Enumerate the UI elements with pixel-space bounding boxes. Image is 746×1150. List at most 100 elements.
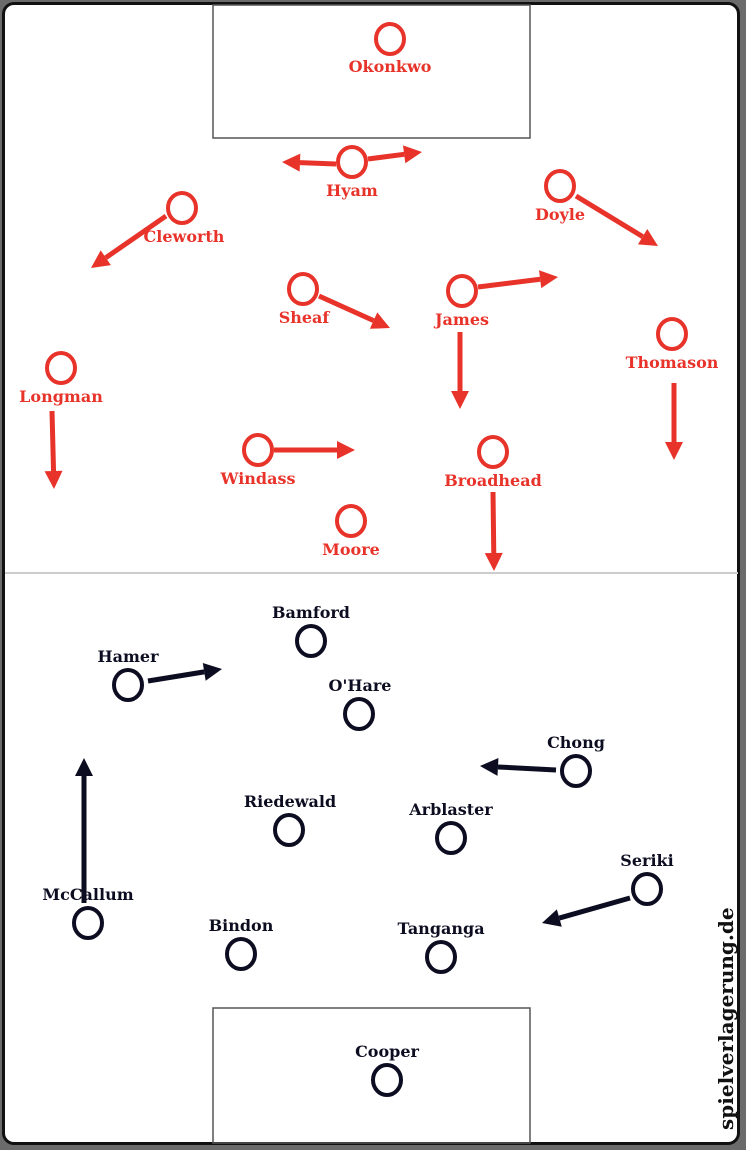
top-penalty-box xyxy=(212,4,531,139)
movement-arrow xyxy=(282,153,337,172)
arrow-head-icon xyxy=(484,552,503,571)
player-marker-icon xyxy=(287,272,319,306)
player-name: Bindon xyxy=(209,916,274,935)
arrow-shaft xyxy=(490,491,497,554)
player-name: Thomason xyxy=(626,353,719,372)
movement-arrow xyxy=(477,270,558,290)
arrow-shaft xyxy=(367,151,405,162)
movement-arrow xyxy=(274,441,355,459)
movement-arrow xyxy=(367,145,422,164)
player-marker-icon xyxy=(425,940,457,974)
arrow-shaft xyxy=(477,276,541,290)
movement-arrow xyxy=(317,293,390,329)
movement-arrow xyxy=(44,410,63,489)
player-name: O'Hare xyxy=(329,676,392,695)
movement-arrow xyxy=(451,332,469,409)
player-marker-icon xyxy=(335,504,367,538)
player-red: Sheaf xyxy=(279,272,331,327)
player-name: Sheaf xyxy=(279,308,331,327)
arrow-head-icon xyxy=(480,757,499,776)
movement-arrow xyxy=(91,213,168,268)
player-red: Moore xyxy=(322,504,380,559)
player-name: Tanganga xyxy=(397,919,484,938)
player-name: Arblaster xyxy=(408,800,493,819)
player-red: Broadhead xyxy=(444,435,542,490)
player-dark: McCallum xyxy=(42,885,134,940)
player-name: Hyam xyxy=(326,181,378,200)
movement-arrow xyxy=(542,895,631,927)
arrow-head-icon xyxy=(337,441,355,459)
player-name: McCallum xyxy=(42,885,133,904)
player-red: James xyxy=(433,274,489,329)
player-dark: Chong xyxy=(547,733,605,788)
player-marker-icon xyxy=(295,624,327,658)
bottom-penalty-box xyxy=(212,1007,531,1144)
player-name: Broadhead xyxy=(444,471,542,490)
movement-arrow xyxy=(484,491,503,571)
player-red: Okonkwo xyxy=(349,22,432,76)
arrow-head-icon xyxy=(451,391,469,409)
movement-arrow xyxy=(75,758,93,903)
player-name: Bamford xyxy=(272,603,350,622)
player-name: Cleworth xyxy=(144,227,225,246)
watermark: spielverlagerung.de xyxy=(714,907,738,1130)
player-marker-icon xyxy=(544,169,576,203)
player-dark: O'Hare xyxy=(329,676,392,731)
player-name: Windass xyxy=(220,469,296,488)
arrow-head-icon xyxy=(637,228,658,246)
player-marker-icon xyxy=(560,754,592,788)
player-marker-icon xyxy=(166,191,198,225)
arrow-head-icon xyxy=(665,442,683,460)
player-marker-icon xyxy=(446,274,478,308)
player-marker-icon xyxy=(242,433,274,467)
player-name: James xyxy=(433,310,489,329)
player-red: Hyam xyxy=(326,145,378,200)
player-name: Hamer xyxy=(97,647,159,666)
player-name: Moore xyxy=(322,540,380,559)
player-dark: Tanganga xyxy=(397,919,485,974)
arrow-shaft xyxy=(317,293,375,323)
arrow-shaft xyxy=(147,669,205,684)
player-marker-icon xyxy=(656,317,688,351)
player-red: Longman xyxy=(19,351,103,406)
arrow-head-icon xyxy=(202,662,222,681)
player-dark: Bindon xyxy=(209,916,274,971)
arrow-head-icon xyxy=(44,470,63,489)
arrow-head-icon xyxy=(539,270,558,289)
arrow-shaft xyxy=(299,160,337,167)
player-marker-icon xyxy=(45,351,77,385)
player-marker-icon xyxy=(477,435,509,469)
player-name: Riedewald xyxy=(244,792,336,811)
player-marker-icon xyxy=(435,821,467,855)
player-red: Cleworth xyxy=(144,191,225,246)
movement-arrow xyxy=(665,383,683,460)
arrow-head-icon xyxy=(542,909,562,927)
player-dark: Cooper xyxy=(355,1042,420,1097)
player-marker-icon xyxy=(72,906,104,940)
player-marker-icon xyxy=(273,813,305,847)
player-name: Doyle xyxy=(535,205,585,224)
movement-arrow xyxy=(147,662,222,684)
player-dark: Riedewald xyxy=(244,792,336,847)
player-name: Okonkwo xyxy=(349,57,432,76)
player-red: Windass xyxy=(220,433,296,488)
player-dark: Hamer xyxy=(97,647,159,702)
arrow-shaft xyxy=(497,764,557,773)
player-name: Chong xyxy=(547,733,605,752)
player-name: Cooper xyxy=(355,1042,419,1061)
arrow-head-icon xyxy=(369,312,390,329)
player-name: Seriki xyxy=(620,851,673,870)
player-marker-icon xyxy=(225,937,257,971)
arrow-head-icon xyxy=(402,145,422,164)
player-marker-icon xyxy=(343,697,375,731)
player-name: Longman xyxy=(19,387,103,406)
movement-arrow xyxy=(574,193,658,246)
arrow-shaft xyxy=(574,193,644,239)
player-dark: Arblaster xyxy=(408,800,493,855)
player-dark: Bamford xyxy=(272,603,350,658)
player-marker-icon xyxy=(631,872,663,906)
arrow-shaft xyxy=(558,895,631,921)
player-red: Thomason xyxy=(626,317,719,372)
player-marker-icon xyxy=(336,145,368,179)
